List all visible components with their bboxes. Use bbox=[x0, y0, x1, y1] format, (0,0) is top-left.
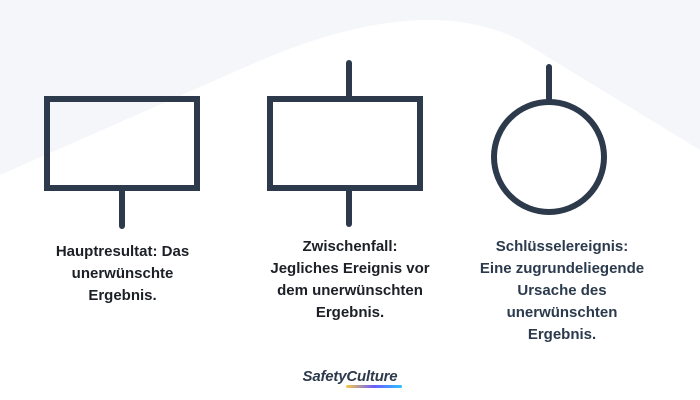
top-event-rectangle bbox=[44, 96, 200, 191]
intermediate-event-rectangle bbox=[267, 96, 423, 191]
intermediate-event-symbol bbox=[267, 60, 423, 227]
brand-logo-underline bbox=[346, 385, 402, 388]
top-event-caption: Hauptresultat: Das unerwünschte Ergebnis… bbox=[55, 243, 190, 304]
basic-event-circle bbox=[491, 99, 607, 215]
top-event-symbol bbox=[44, 96, 200, 229]
brand-logo: SafetyCulture bbox=[302, 368, 398, 385]
intermediate-event-caption: Zwischenfall: Jegliches Ereignis vor dem… bbox=[270, 238, 430, 321]
basic-event-symbol bbox=[491, 64, 607, 215]
basic-event-caption: Schlüsselereignis: Eine zugrundeliegende… bbox=[479, 238, 645, 343]
